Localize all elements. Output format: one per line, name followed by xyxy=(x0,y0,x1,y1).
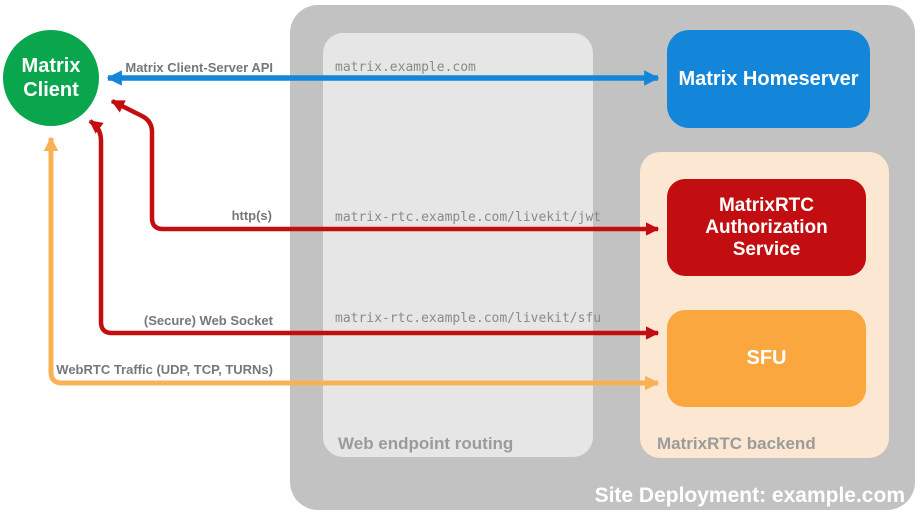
webrtc-traffic-label: WebRTC Traffic (UDP, TCP, TURNs) xyxy=(56,362,273,377)
matrix-client-node: Matrix Client xyxy=(3,30,99,126)
matrix-homeserver-node: Matrix Homeserver xyxy=(667,30,870,128)
endpoint-homeserver: matrix.example.com xyxy=(335,60,476,75)
sfu-node: SFU xyxy=(667,310,866,407)
endpoint-livekit-sfu: matrix-rtc.example.com/livekit/sfu xyxy=(335,311,602,326)
https-label: http(s) xyxy=(231,208,272,223)
site-deployment-label: Site Deployment: example.com xyxy=(594,484,905,507)
endpoint-livekit-jwt: matrix-rtc.example.com/livekit/jwt xyxy=(335,210,602,225)
web-endpoint-routing-label: Web endpoint routing xyxy=(338,434,514,453)
websocket-label: (Secure) Web Socket xyxy=(143,313,273,328)
matrixrtc-backend-label: MatrixRTC backend xyxy=(657,434,816,453)
client-server-api-label: Matrix Client-Server API xyxy=(125,60,273,75)
web-endpoint-routing-container xyxy=(323,33,593,457)
matrixrtc-authorization-service-node: MatrixRTC Authorization Service xyxy=(667,179,866,276)
